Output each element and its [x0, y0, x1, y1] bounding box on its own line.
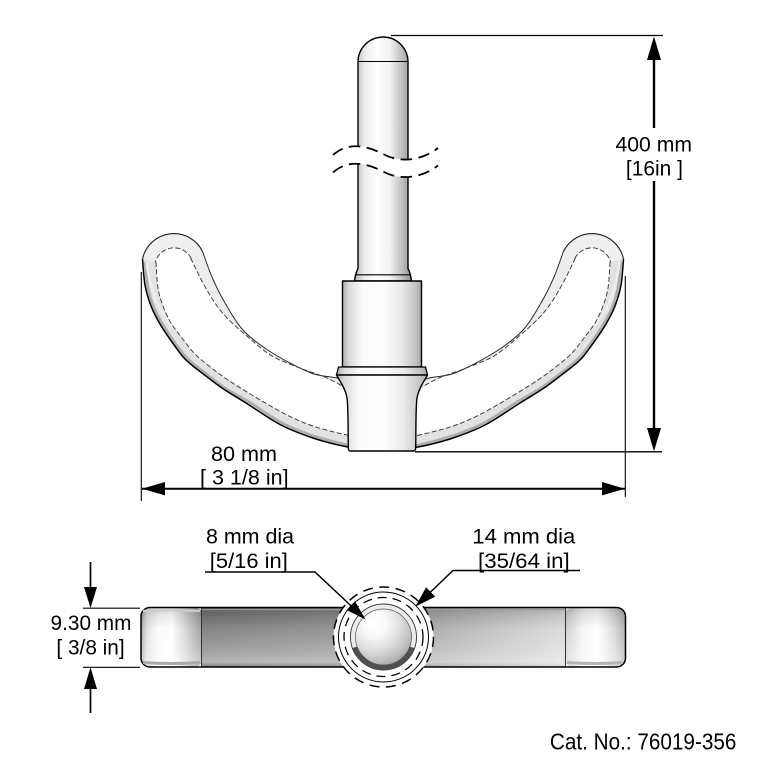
svg-text:[ 3 1/8 in]: [ 3 1/8 in]	[200, 467, 289, 490]
svg-text:14 mm dia: 14 mm dia	[472, 526, 575, 549]
svg-text:Cat. No.: 76019-356: Cat. No.: 76019-356	[550, 729, 737, 755]
svg-text:[16in ]: [16in ]	[626, 158, 683, 181]
svg-text:80 mm: 80 mm	[211, 443, 277, 466]
svg-text:9.30 mm: 9.30 mm	[51, 612, 132, 635]
svg-text:8 mm dia: 8 mm dia	[206, 526, 294, 549]
svg-text:[5/16 in]: [5/16 in]	[210, 550, 288, 573]
svg-text:[35/64 in]: [35/64 in]	[478, 550, 570, 573]
svg-text:400 mm: 400 mm	[616, 134, 693, 157]
svg-text:[ 3/8 in]: [ 3/8 in]	[56, 637, 124, 660]
